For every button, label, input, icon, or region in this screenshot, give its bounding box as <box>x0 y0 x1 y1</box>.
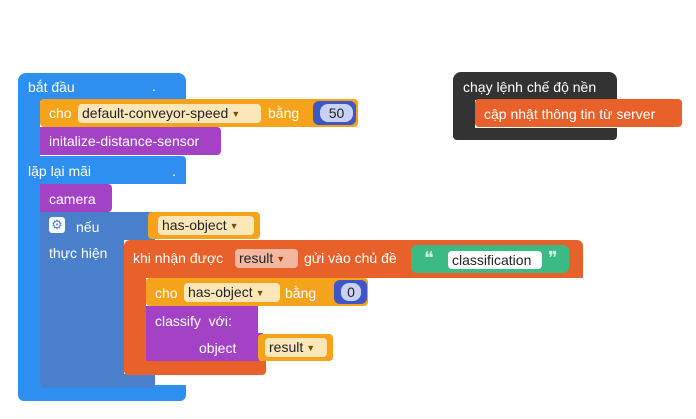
if-label: nếu <box>76 219 100 235</box>
init-distance-sensor-label: initalize-distance-sensor <box>49 133 200 149</box>
dropdown-caret-icon: ▼ <box>231 109 241 119</box>
start-event-dot: . <box>152 78 156 94</box>
result-variable-dropdown[interactable]: result▼ <box>235 249 298 268</box>
receive-message-label: khi nhận được <box>133 250 224 266</box>
has-object-variable-dropdown[interactable]: has-object▼ <box>184 283 280 302</box>
classify-block[interactable] <box>146 306 258 334</box>
set-has-object-cho-label: cho <box>155 285 178 301</box>
dropdown-caret-icon: ▼ <box>306 343 316 353</box>
result-variable-name: result <box>239 250 274 266</box>
dropdown-caret-icon: ▼ <box>255 288 265 298</box>
forever-loop-bottom <box>18 385 186 401</box>
classify-object-param-label: object <box>199 340 237 356</box>
receive-message-spine <box>124 277 146 363</box>
if-block-bottom <box>40 374 155 388</box>
has-object-variable-name: has-object <box>188 284 253 300</box>
set-variable-cho-label: cho <box>49 105 72 121</box>
background-run-bottom <box>453 128 617 140</box>
topic-text-input[interactable]: classification <box>448 251 542 269</box>
start-event-label: bắt đầu <box>28 79 75 95</box>
forever-loop-label: lặp lại mãi <box>28 163 92 179</box>
receive-message-bottom <box>124 361 266 375</box>
number-input-50[interactable]: 50 <box>320 104 353 122</box>
update-server-info-label: cập nhật thông tin từ server <box>484 106 656 122</box>
condition-variable-name: has-object <box>162 217 227 233</box>
condition-variable-dropdown[interactable]: has-object▼ <box>158 216 254 235</box>
gear-icon[interactable]: ⚙ <box>49 217 65 233</box>
do-label: thực hiện <box>49 245 108 261</box>
set-variable-bang-label: bằng <box>268 105 300 121</box>
camera-label: camera <box>49 191 96 207</box>
classify-result-name: result <box>269 339 304 355</box>
close-quote-icon: ❞ <box>548 248 558 268</box>
forever-loop-spine <box>18 183 40 385</box>
update-server-info-block[interactable] <box>475 99 682 127</box>
forever-loop-block[interactable] <box>18 156 186 184</box>
start-event-block[interactable] <box>18 73 186 101</box>
if-block-body <box>40 239 124 375</box>
dropdown-caret-icon: ▼ <box>229 221 239 231</box>
open-quote-icon: ❝ <box>424 248 434 268</box>
number-input-0[interactable]: 0 <box>341 283 361 301</box>
set-has-object-bang-label: bằng <box>285 285 317 301</box>
start-event-spine <box>18 100 40 156</box>
classify-result-dropdown[interactable]: result▼ <box>265 338 327 357</box>
init-distance-sensor-block[interactable] <box>40 127 221 155</box>
forever-loop-dot: . <box>172 163 176 179</box>
variable-name: default-conveyor-speed <box>82 105 229 121</box>
background-run-block[interactable] <box>453 72 617 100</box>
camera-block[interactable] <box>40 184 112 212</box>
classify-block-lower <box>146 333 263 361</box>
background-run-spine <box>453 99 475 129</box>
variable-dropdown-conveyor-speed[interactable]: default-conveyor-speed▼ <box>78 104 261 123</box>
dropdown-caret-icon: ▼ <box>276 254 286 264</box>
classify-label: classify với: <box>155 313 232 329</box>
background-run-label: chạy lệnh chế độ nền <box>463 79 597 95</box>
topic-label: gửi vào chủ đề <box>304 250 397 266</box>
